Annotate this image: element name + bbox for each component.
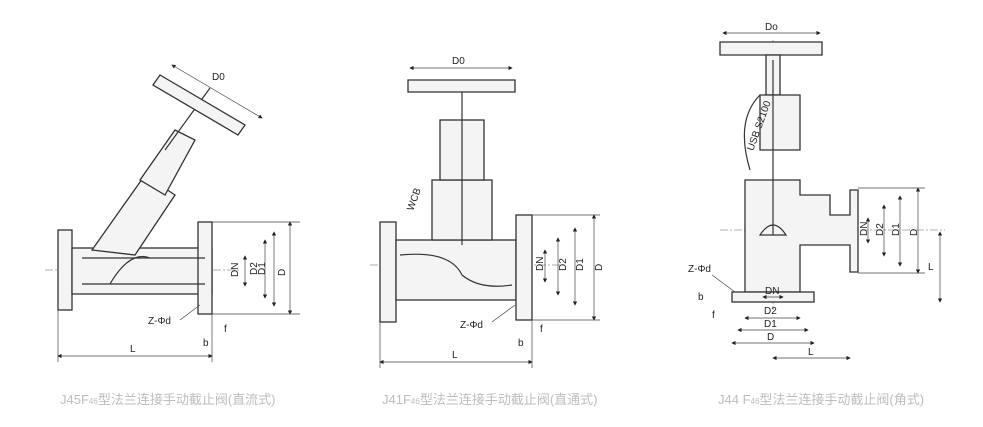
svg-text:f: f: [224, 324, 227, 335]
figure-j41-straight-valve: D0 WCB DN D2 D1 D Z-Φd f b L: [370, 56, 605, 368]
figure-j44-angle-valve: USB S2100 Do DN D2 D1 D L Z-Φd b f DN D2…: [688, 22, 945, 361]
handwheel: [719, 41, 823, 56]
inlet-flange: [379, 221, 397, 323]
caption-j45: J45F46型法兰连接手动截止阀(直流式): [60, 392, 276, 407]
svg-text:D1: D1: [891, 223, 902, 236]
svg-text:D2: D2: [558, 258, 569, 271]
svg-text:D: D: [909, 229, 920, 236]
svg-text:DN: DN: [535, 257, 546, 271]
figure-j45-y-valve: D0 DN D2 D1 D Z-Φd f b L: [45, 64, 300, 362]
svg-text:D1: D1: [257, 262, 268, 275]
svg-text:D: D: [277, 269, 288, 276]
svg-text:DN: DN: [859, 222, 870, 236]
svg-text:DN: DN: [230, 263, 241, 277]
outlet-flange: [515, 214, 533, 321]
svg-text:f: f: [712, 310, 715, 321]
svg-text:L: L: [808, 347, 814, 358]
svg-text:D2: D2: [875, 223, 886, 236]
svg-text:b: b: [518, 338, 524, 349]
caption-j44: J44 F46型法兰连接手动截止阀(角式): [718, 392, 925, 407]
svg-text:D2: D2: [764, 306, 777, 317]
inlet-flange: [57, 229, 73, 311]
svg-text:L: L: [928, 262, 934, 273]
svg-text:b: b: [698, 292, 704, 303]
svg-text:Z-Φd: Z-Φd: [688, 264, 711, 275]
svg-text:b: b: [203, 338, 209, 349]
outlet-flange: [197, 221, 213, 315]
svg-text:D2: D2: [249, 262, 260, 275]
svg-text:L: L: [452, 350, 458, 361]
dim-d0: D0: [452, 56, 465, 67]
svg-text:Z-Φd: Z-Φd: [148, 316, 171, 327]
svg-text:D: D: [594, 264, 605, 271]
caption-j41: J41F46型法兰连接手动截止阀(直通式): [382, 392, 598, 407]
svg-text:D: D: [767, 332, 774, 343]
dim-do: Do: [765, 22, 778, 33]
svg-text:Z-Φd: Z-Φd: [460, 320, 483, 331]
svg-text:D1: D1: [764, 319, 777, 330]
svg-text:D1: D1: [575, 258, 586, 271]
handwheel: [407, 79, 516, 93]
svg-text:DN: DN: [765, 286, 779, 297]
handwheel: [152, 74, 246, 136]
svg-text:L: L: [130, 344, 136, 355]
svg-text:f: f: [540, 324, 543, 335]
svg-text:WCB: WCB: [405, 186, 423, 212]
dim-d0: D0: [212, 72, 225, 83]
